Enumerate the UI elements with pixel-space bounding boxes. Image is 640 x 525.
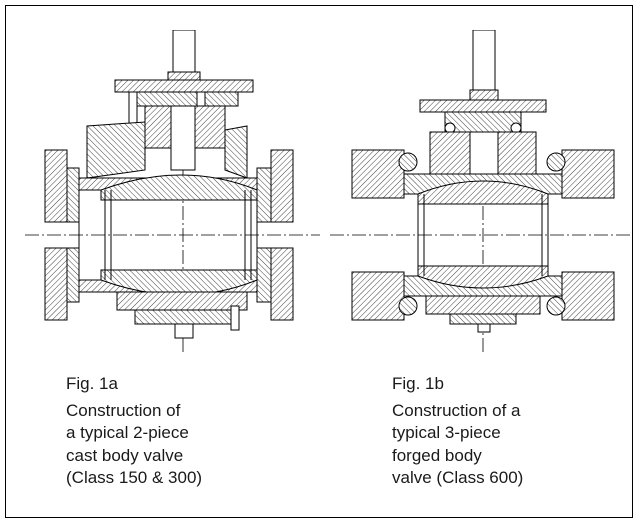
figure-1b-caption: Fig. 1b Construction of a typical 3-piec… [392, 373, 523, 490]
figure-1a-caption-line: Construction of [66, 400, 181, 420]
figure-1a-caption-line: (Class 150 & 300) [66, 468, 203, 487]
figure-1b-caption-line: forged body [392, 445, 482, 465]
two-piece-cast-valve-drawing-icon [25, 30, 320, 355]
figure-1a-caption: Fig. 1a Construction of a typical 2-piec… [66, 373, 202, 490]
three-piece-forged-valve-drawing-icon [330, 30, 630, 355]
figure-1b-label: Fig. 1b [392, 374, 444, 393]
figure-1b-caption-line: typical 3-piece [392, 423, 501, 442]
figure-1b-caption-line: valve (Class 600) [392, 468, 524, 487]
figure-frame [5, 5, 633, 518]
figure-1a-caption-line: a typical 2-piece [66, 423, 189, 442]
figure-1a-caption-line: cast body valve [66, 445, 184, 465]
figure-1b-caption-line: Construction of a [392, 400, 521, 420]
figure-1a-label: Fig. 1a [66, 374, 118, 393]
